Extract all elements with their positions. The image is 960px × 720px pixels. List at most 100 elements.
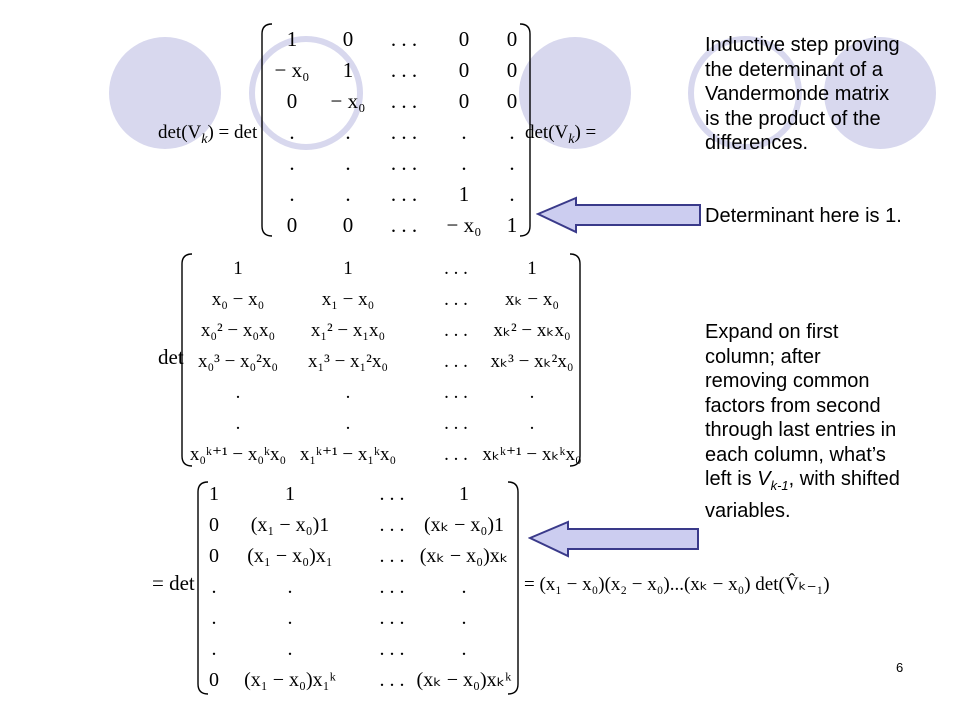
matrix-cell: . . . [444, 351, 468, 372]
matrix-cell: . . . [391, 58, 417, 82]
matrix-cell: xₖ² − xₖx₀ [493, 320, 570, 341]
matrix-cell: (x₁ − x₀)1 [251, 514, 330, 536]
matrix-cell: . [212, 607, 217, 629]
matrix-cell: 0 [287, 89, 298, 113]
matrix-cell: (x₁ − x₀)x₁ [247, 545, 333, 567]
matrix-cell: 0 [507, 27, 518, 51]
matrix-cell: 0 [209, 514, 219, 536]
matrix-cell: x₀³ − x₀²x₀ [198, 351, 278, 372]
matrix-cell: . [236, 413, 241, 434]
subscript-k-1: k-1 [770, 478, 789, 493]
circle-ring-decoration [688, 36, 802, 150]
matrix-cell: x₀ᵏ⁺¹ − x₀ᵏx₀ [190, 444, 286, 465]
circle-decoration [824, 37, 936, 149]
matrix-cell: . . . [391, 27, 417, 51]
matrix-cell: . . . [380, 483, 405, 505]
matrix-cell: . [462, 576, 467, 598]
matrix-cell: 0 [209, 669, 219, 691]
note-line: through last entries in [705, 419, 897, 441]
matrix-cell: x₀² − x₀x₀ [201, 320, 275, 341]
matrix-cell: . [345, 120, 350, 144]
note-line: is the product of the [705, 107, 881, 130]
matrix-cell: . [345, 151, 350, 175]
matrix-cell: . . . [380, 545, 405, 567]
matrix-cell: . . . [391, 89, 417, 113]
matrix1-rhs: det(Vk) = [525, 122, 596, 147]
matrix1-lhs: det(Vk) = det [158, 122, 258, 147]
matrix2-left-bracket [181, 253, 193, 467]
note-line: column; after [705, 345, 821, 368]
matrix-cell: . . . [444, 320, 468, 341]
matrix-cell: . . . [391, 213, 417, 237]
matrix-cell: − x₀ [447, 213, 482, 237]
note-inductive-step: Inductive step proving the determinant o… [705, 33, 945, 156]
matrix-cell: 1 [343, 258, 353, 279]
matrix-cell: . . . [391, 182, 417, 206]
matrix-cell: . [462, 607, 467, 629]
matrix-cell: . [345, 182, 350, 206]
matrix3-right-bracket [507, 481, 519, 695]
circle-decoration [109, 37, 221, 149]
matrix-cell: . [288, 638, 293, 660]
matrix-cell: . [346, 413, 351, 434]
matrix3-rhs: = (x₁ − x₀)(x₂ − x₀)...(xₖ − x₀) det(V̂ₖ… [524, 573, 830, 595]
matrix1-right-bracket [519, 23, 531, 237]
variable-v: V [757, 468, 771, 490]
note-determinant-one: Determinant here is 1. [705, 205, 902, 227]
matrix-cell: 1 [459, 483, 469, 505]
matrix-cell: − x₀ [331, 89, 366, 113]
circle-ring-decoration [249, 36, 363, 150]
note-expand-first-column: Expand on first column; after removing c… [705, 320, 950, 523]
note-line: Expand on first [705, 321, 839, 343]
matrix-cell: . . . [444, 258, 468, 279]
matrix-cell: 1 [287, 27, 298, 51]
matrix-cell: . . . [380, 607, 405, 629]
matrix-cell: (xₖ − x₀)xₖ [420, 545, 509, 567]
slide-number: 6 [896, 660, 904, 675]
matrix-cell: x₁² − x₁x₀ [311, 320, 385, 341]
matrix-cell: . [289, 182, 294, 206]
matrix-cell: x₁ − x₀ [322, 289, 374, 310]
matrix-cell: 0 [343, 213, 354, 237]
note-line: each column, what’s [705, 443, 886, 466]
matrix-cell: (xₖ − x₀)1 [424, 514, 504, 536]
matrix-cell: . . . [444, 382, 468, 403]
matrix-cell: 1 [285, 483, 295, 505]
matrix-cell: 1 [527, 258, 537, 279]
matrix-cell: 0 [343, 27, 354, 51]
matrix-cell: . . . [444, 444, 468, 465]
arrow-bottom-icon [528, 520, 699, 558]
matrix-cell: 0 [507, 58, 518, 82]
matrix-cell: . . . [380, 638, 405, 660]
matrix-cell: . [530, 413, 535, 434]
matrix-cell: . [289, 151, 294, 175]
matrix-cell: 1 [459, 182, 470, 206]
matrix-cell: . . . [380, 514, 405, 536]
matrix-cell: 0 [287, 213, 298, 237]
matrix-cell: 0 [459, 27, 470, 51]
note-line: factors from second [705, 394, 881, 417]
circle-decoration [519, 37, 631, 149]
matrix-cell: 0 [209, 545, 219, 567]
matrix-cell: . . . [391, 120, 417, 144]
matrix-cell: (xₖ − x₀)xₖᵏ [417, 669, 513, 691]
note-line: differences. [705, 132, 809, 154]
matrix-cell: 1 [209, 483, 219, 505]
matrix-cell: . . . [380, 669, 405, 691]
matrix1-left-bracket [261, 23, 273, 237]
matrix-cell: − x₀ [275, 58, 310, 82]
matrix-cell: 0 [459, 58, 470, 82]
matrix-cell: . [461, 151, 466, 175]
matrix-cell: . [212, 576, 217, 598]
matrix-cell: 0 [507, 89, 518, 113]
matrix-cell: . [509, 182, 514, 206]
matrix2-right-bracket [569, 253, 581, 467]
matrix-cell: . [289, 120, 294, 144]
note-line: left is Vk-1, with shifted [705, 468, 900, 493]
matrix3-lhs: = det [152, 571, 195, 595]
